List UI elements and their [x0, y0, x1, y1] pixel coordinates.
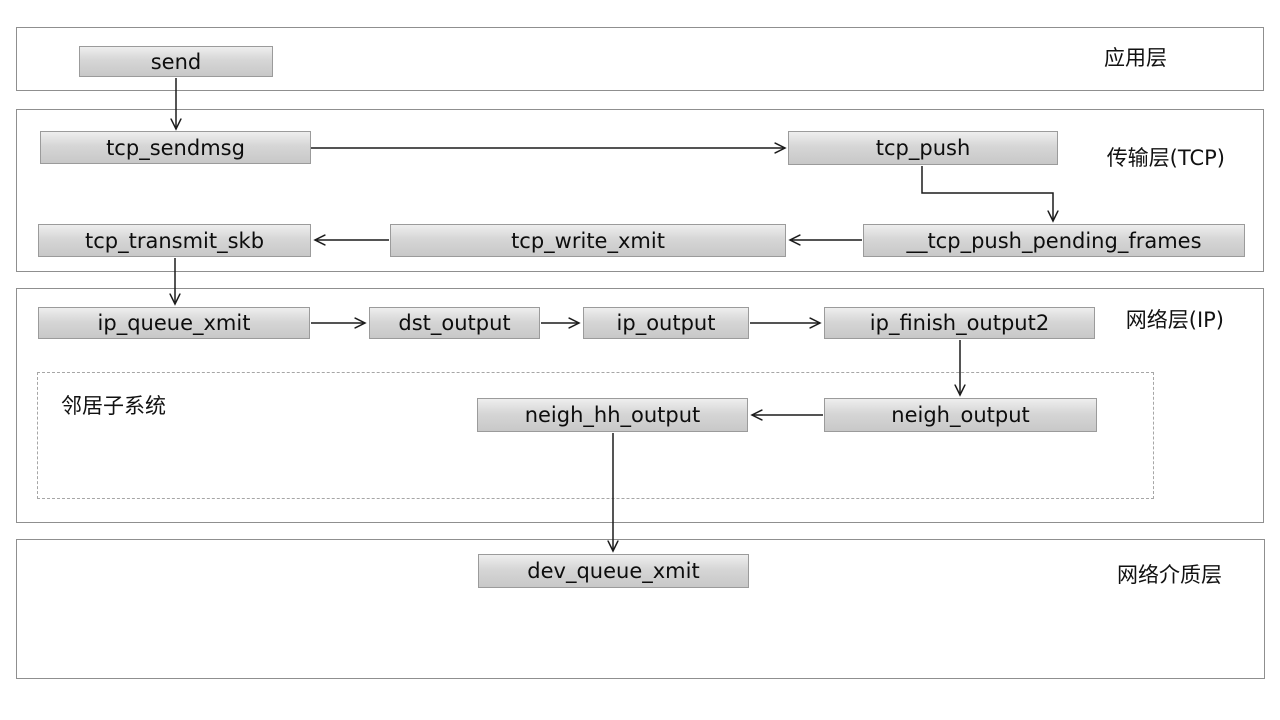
node-tcp_transmit_skb: tcp_transmit_skb	[38, 224, 311, 257]
node-tcp_write_xmit: tcp_write_xmit	[390, 224, 786, 257]
node-label: dev_queue_xmit	[527, 559, 700, 583]
layer-media-label: 网络介质层	[1117, 563, 1222, 587]
layer-network: 网络层(IP)	[16, 288, 1264, 523]
node-ip_finish_output2: ip_finish_output2	[824, 307, 1095, 339]
layer-application: 应用层	[16, 27, 1264, 91]
node-dst_output: dst_output	[369, 307, 540, 339]
node-label: __tcp_push_pending_frames	[906, 228, 1202, 253]
node-label: tcp_write_xmit	[511, 228, 665, 253]
node-neigh_output: neigh_output	[824, 398, 1097, 432]
node-ip_output: ip_output	[583, 307, 749, 339]
node-label: neigh_hh_output	[524, 403, 701, 427]
group-neighbor-subsystem: 邻居子系统	[37, 372, 1154, 499]
node-send: send	[79, 46, 273, 77]
node-dev_queue_xmit: dev_queue_xmit	[478, 554, 749, 588]
group-neighbor-subsystem-label: 邻居子系统	[61, 394, 166, 418]
node-__tcp_push_pending_frames: __tcp_push_pending_frames	[863, 224, 1245, 257]
layer-transport-label: 传输层(TCP)	[1106, 146, 1225, 170]
layer-transport: 传输层(TCP)	[16, 109, 1264, 272]
node-label: dst_output	[398, 311, 511, 335]
node-neigh_hh_output: neigh_hh_output	[477, 398, 748, 432]
node-tcp_push: tcp_push	[788, 131, 1058, 165]
layer-application-label: 应用层	[1104, 46, 1167, 70]
node-label: send	[150, 49, 202, 74]
node-tcp_sendmsg: tcp_sendmsg	[40, 131, 311, 164]
node-label: tcp_push	[875, 136, 971, 160]
node-label: ip_output	[616, 311, 716, 335]
node-label: tcp_transmit_skb	[84, 228, 265, 253]
node-label: ip_finish_output2	[869, 311, 1050, 335]
node-label: neigh_output	[891, 403, 1030, 427]
node-label: tcp_sendmsg	[106, 135, 245, 160]
layer-media: 网络介质层	[16, 539, 1265, 679]
node-ip_queue_xmit: ip_queue_xmit	[38, 307, 310, 339]
layer-network-label: 网络层(IP)	[1125, 308, 1224, 332]
node-label: ip_queue_xmit	[97, 311, 251, 335]
